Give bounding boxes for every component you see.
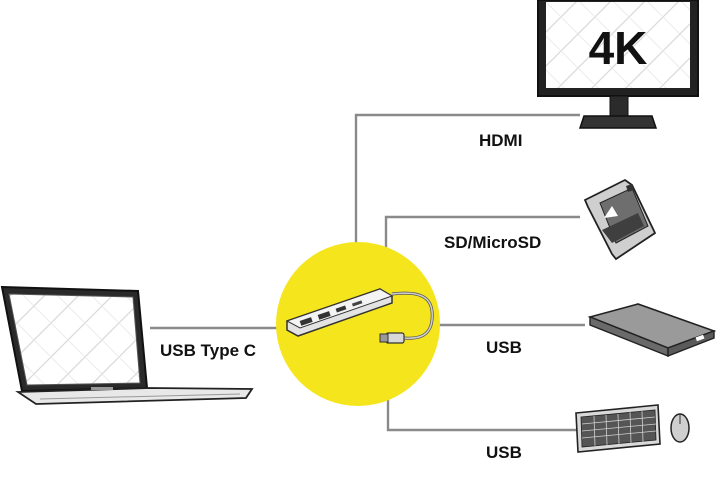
monitor-icon: 4K <box>537 0 699 129</box>
usb-label-1: USB <box>486 338 522 357</box>
monitor-resolution-text: 4K <box>589 22 648 74</box>
usb-type-c-label: USB Type C <box>160 341 257 360</box>
sd-card-icon <box>583 178 657 261</box>
sd-microsd-label: SD/MicroSD <box>444 233 542 252</box>
sd-line <box>384 215 580 253</box>
hdmi-label: HDMI <box>479 131 523 150</box>
usb-label-2: USB <box>486 443 522 462</box>
usb-c-hub-icon <box>285 288 434 344</box>
hub-highlight-circle <box>276 242 440 406</box>
hdmi-line <box>354 113 580 250</box>
connector-lines <box>150 113 585 432</box>
keyboard-mouse-icon <box>575 404 690 453</box>
laptop-icon <box>0 285 254 405</box>
external-drive-icon <box>587 303 717 358</box>
usb-line-2 <box>386 400 580 432</box>
